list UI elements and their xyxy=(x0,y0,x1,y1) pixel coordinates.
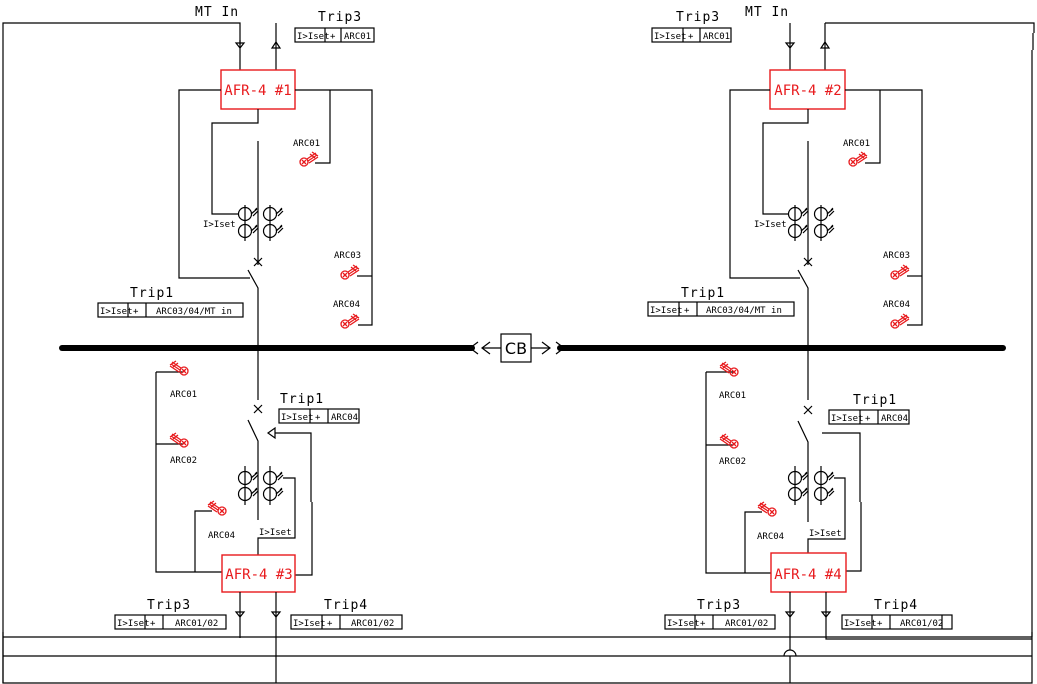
svg-text:+: + xyxy=(688,32,694,42)
svg-text:ARC01: ARC01 xyxy=(719,391,746,401)
arc-sensor-icon xyxy=(299,151,319,167)
r2-trip3-title: Trip3 xyxy=(676,10,720,25)
svg-text:+: + xyxy=(150,619,156,629)
r3-trip3-title: Trip3 xyxy=(147,598,191,613)
relay-1-section: MT In Trip3 I>Iset + ARC01 AFR-4 #1 I>Is… xyxy=(97,5,375,400)
svg-text:ARC03: ARC03 xyxy=(334,251,361,261)
svg-text:I>Iset: I>Iset xyxy=(203,220,236,230)
relay-afr4-1[interactable] xyxy=(220,69,296,110)
arc-sensor-icon xyxy=(719,433,739,449)
arc-sensor-icon xyxy=(757,501,777,517)
arc-sensor-icon xyxy=(848,151,868,167)
svg-text:I>Iset: I>Iset xyxy=(754,220,787,230)
r4-trip3-table: I>Iset + ARC01/02 xyxy=(664,614,776,630)
svg-text:I>Iset: I>Iset xyxy=(650,306,683,316)
r4-trip4-table: I>Iset + ARC01/02 xyxy=(841,614,953,630)
svg-text:I>Iset: I>Iset xyxy=(667,619,700,629)
svg-text:+: + xyxy=(865,414,871,424)
svg-text:ARC01: ARC01 xyxy=(703,32,730,42)
svg-text:ARC02: ARC02 xyxy=(170,456,197,466)
svg-text:ARC01: ARC01 xyxy=(344,32,371,42)
svg-text:I>Iset: I>Iset xyxy=(297,32,330,42)
arc-sensor-icon xyxy=(340,313,360,329)
r2-trip3-table: I>Iset + ARC01 xyxy=(651,27,732,43)
svg-text:+: + xyxy=(315,413,321,423)
svg-text:ARC01: ARC01 xyxy=(170,390,197,400)
r1-trip1-table: I>Iset + ARC03/04/MT in xyxy=(97,302,244,318)
bus-coupler-cb[interactable]: CB xyxy=(469,333,565,363)
r4-trip4-title: Trip4 xyxy=(874,598,918,613)
r4-trip1-title: Trip1 xyxy=(853,393,897,408)
svg-text:I>Iset: I>Iset xyxy=(293,619,326,629)
svg-text:ARC04: ARC04 xyxy=(881,414,908,424)
svg-text:ARC01/02: ARC01/02 xyxy=(900,619,943,629)
arc-sensor-icon xyxy=(719,361,739,377)
r1-trip3-title: Trip3 xyxy=(318,10,362,25)
r2-trip1-title: Trip1 xyxy=(681,286,725,301)
svg-text:+: + xyxy=(327,619,333,629)
arc-sensor-icon xyxy=(169,360,189,376)
relay-1-label: AFR-4 #1 xyxy=(224,83,291,99)
r1-trip1-title: Trip1 xyxy=(130,286,174,301)
svg-text:ARC03: ARC03 xyxy=(883,251,910,261)
r3-trip3-table: I>Iset + ARC01/02 xyxy=(114,614,227,630)
relay-4-label: AFR-4 #4 xyxy=(774,567,841,583)
svg-text:I>Iset: I>Iset xyxy=(654,32,687,42)
svg-text:ARC04: ARC04 xyxy=(331,413,358,423)
arc-sensor-icon xyxy=(340,264,360,280)
svg-text:ARC04: ARC04 xyxy=(757,532,784,542)
r2-trip1-table: I>Iset + ARC03/04/MT in xyxy=(647,301,795,317)
r4-trip1-table: I>Iset + ARC04 xyxy=(828,409,910,425)
arc-sensor-icon xyxy=(207,500,227,516)
r1-sensor-label: ARC01 xyxy=(293,139,320,149)
svg-text:ARC01/02: ARC01/02 xyxy=(351,619,394,629)
r1-trip3-table: I>Iset + ARC01 xyxy=(294,27,375,43)
cb-label: CB xyxy=(505,339,527,358)
svg-text:ARC01/02: ARC01/02 xyxy=(725,619,768,629)
svg-text:I>Iset: I>Iset xyxy=(259,528,292,538)
r3-trip4-table: I>Iset + ARC01/02 xyxy=(290,614,403,630)
arc-sensor-icon xyxy=(890,313,910,329)
relay-4-section: I>Iset Trip1 I>Iset + ARC04 ARC01 ARC02 … xyxy=(664,361,1032,683)
svg-text:I>Iset: I>Iset xyxy=(100,307,133,317)
mt-in-label-right: MT In xyxy=(745,5,789,20)
svg-text:ARC04: ARC04 xyxy=(208,531,235,541)
svg-text:+: + xyxy=(684,306,690,316)
r4-trip3-title: Trip3 xyxy=(697,598,741,613)
relay-3-label: AFR-4 #3 xyxy=(225,567,292,583)
mt-in-left-wire xyxy=(2,22,241,683)
svg-text:ARC01/02: ARC01/02 xyxy=(175,619,218,629)
svg-text:ARC02: ARC02 xyxy=(719,457,746,467)
svg-text:ARC01: ARC01 xyxy=(843,139,870,149)
arc-sensor-icon xyxy=(890,264,910,280)
relay-afr4-4[interactable] xyxy=(770,552,847,593)
relay-2-label: AFR-4 #2 xyxy=(774,83,841,99)
svg-text:+: + xyxy=(133,307,139,317)
arc-sensor-icon xyxy=(169,432,189,448)
svg-text:ARC04: ARC04 xyxy=(333,300,360,310)
svg-text:+: + xyxy=(330,32,336,42)
svg-text:ARC04: ARC04 xyxy=(883,300,910,310)
r3-trip1-title: Trip1 xyxy=(280,392,324,407)
relay-afr4-2[interactable] xyxy=(769,69,846,110)
r3-trip4-title: Trip4 xyxy=(324,598,368,613)
mt-in-label-left: MT In xyxy=(195,5,239,20)
svg-text:I>Iset: I>Iset xyxy=(831,414,864,424)
svg-text:I>Iset: I>Iset xyxy=(809,529,842,539)
r3-trip1-table: I>Iset + ARC04 xyxy=(278,408,360,424)
relay-2-section: MT In Trip3 I>Iset + ARC01 AFR-4 #2 I>Is… xyxy=(647,5,923,400)
svg-text:ARC03/04/MT in: ARC03/04/MT in xyxy=(706,306,782,316)
svg-text:+: + xyxy=(700,619,706,629)
svg-text:I>Iset: I>Iset xyxy=(844,619,877,629)
svg-text:I>Iset: I>Iset xyxy=(117,619,150,629)
svg-text:I>Iset: I>Iset xyxy=(281,413,314,423)
relay-3-section: I>Iset Trip1 I>Iset + ARC04 ARC01 ARC02 … xyxy=(114,360,403,683)
relay-afr4-3[interactable] xyxy=(221,554,296,593)
svg-text:ARC03/04/MT in: ARC03/04/MT in xyxy=(156,307,232,317)
svg-text:+: + xyxy=(877,619,883,629)
